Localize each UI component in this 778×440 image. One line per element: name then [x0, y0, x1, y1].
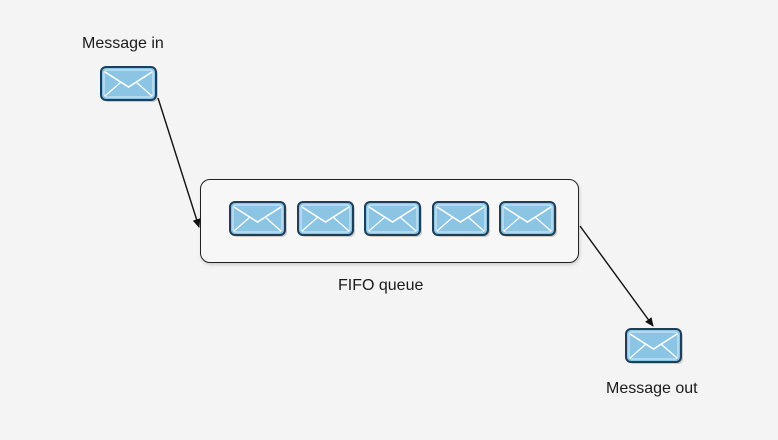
queued-message-envelope-icon: [498, 200, 558, 238]
queued-message-envelope-icon: [296, 200, 356, 238]
message-in-label: Message in: [82, 35, 164, 52]
fifo-queue-label: FIFO queue: [338, 277, 424, 294]
message-out-envelope-icon: [624, 327, 684, 365]
queued-message-envelope-icon: [228, 200, 288, 238]
arrow-out: [579, 225, 654, 327]
arrow-in: [157, 97, 201, 228]
queued-message-envelope-icon: [431, 200, 491, 238]
message-out-label: Message out: [606, 380, 698, 397]
message-in-envelope-icon: [99, 65, 159, 103]
queued-message-envelope-icon: [363, 200, 423, 238]
